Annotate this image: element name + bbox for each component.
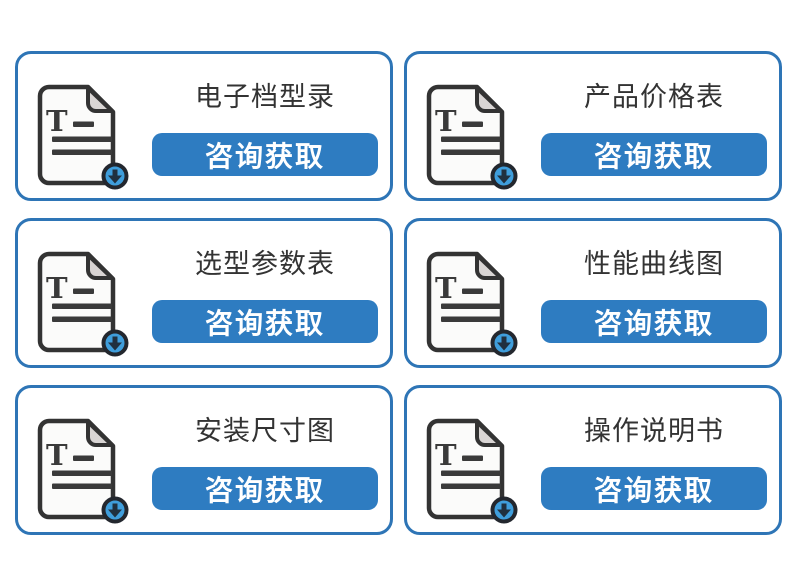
document-text-line [441,149,501,155]
document-letter-t: T [46,438,68,472]
download-card: T 选型参数表 咨询获取 [15,218,393,368]
download-card: T 安装尺寸图 咨询获取 [15,385,393,535]
consult-button-label: 咨询获取 [593,307,714,339]
document-download-icon: T [426,418,518,524]
document-download-icon: T [37,418,129,524]
download-arrow-icon [497,336,511,351]
card-title: 电子档型录 [195,82,335,112]
consult-button[interactable]: 咨询获取 [541,300,767,343]
page-fold-corner [475,86,503,113]
card-content: 电子档型录 咨询获取 [152,84,378,176]
download-card: T 电子档型录 咨询获取 [15,51,393,201]
document-text-line [462,455,483,461]
download-arrow-icon [108,169,122,184]
card-content: 安装尺寸图 咨询获取 [152,418,378,510]
consult-button[interactable]: 咨询获取 [152,467,378,510]
document-download-icon: T [426,84,518,190]
page-fold-corner [86,420,114,447]
download-arrow-icon [497,503,511,518]
download-card: T 操作说明书 咨询获取 [404,385,782,535]
document-text-line [52,149,112,155]
consult-button-label: 咨询获取 [593,474,714,506]
document-text-line [73,121,94,127]
consult-button[interactable]: 咨询获取 [152,133,378,176]
document-letter-t: T [46,104,68,138]
page-fold-corner [86,86,114,113]
document-text-line [441,303,501,309]
download-card: T 性能曲线图 咨询获取 [404,218,782,368]
document-download-icon: T [426,251,518,357]
document-letter-t: T [435,438,457,472]
document-letter-t: T [435,271,457,305]
document-download-icon: T [37,84,129,190]
document-letter-t: T [46,271,68,305]
download-arrow-icon [497,169,511,184]
document-text-line [52,483,112,489]
consult-button[interactable]: 咨询获取 [152,300,378,343]
document-text-line [462,288,483,294]
card-title: 操作说明书 [584,416,724,446]
page-fold-corner [475,420,503,447]
card-title: 性能曲线图 [584,249,724,279]
card-content: 选型参数表 咨询获取 [152,251,378,343]
document-letter-t: T [435,104,457,138]
card-content: 性能曲线图 咨询获取 [541,251,767,343]
document-text-line [441,483,501,489]
document-text-line [462,121,483,127]
consult-button-label: 咨询获取 [204,307,325,339]
document-text-line [73,455,94,461]
document-text-line [441,470,501,476]
download-card: T 产品价格表 咨询获取 [404,51,782,201]
card-title: 产品价格表 [584,82,724,112]
page-fold-corner [475,253,503,280]
download-arrow-icon [108,336,122,351]
document-text-line [52,470,112,476]
download-card-grid: T 电子档型录 咨询获取 T 产品价格表 咨询获 [15,51,782,535]
document-text-line [52,316,112,322]
document-text-line [52,136,112,142]
page-fold-corner [86,253,114,280]
consult-button-label: 咨询获取 [593,140,714,172]
document-download-icon: T [37,251,129,357]
card-content: 产品价格表 咨询获取 [541,84,767,176]
consult-button-label: 咨询获取 [204,140,325,172]
consult-button[interactable]: 咨询获取 [541,467,767,510]
document-text-line [52,303,112,309]
document-text-line [73,288,94,294]
card-title: 选型参数表 [195,249,335,279]
card-content: 操作说明书 咨询获取 [541,418,767,510]
document-text-line [441,316,501,322]
consult-button[interactable]: 咨询获取 [541,133,767,176]
card-title: 安装尺寸图 [195,416,335,446]
download-arrow-icon [108,503,122,518]
consult-button-label: 咨询获取 [204,474,325,506]
document-text-line [441,136,501,142]
